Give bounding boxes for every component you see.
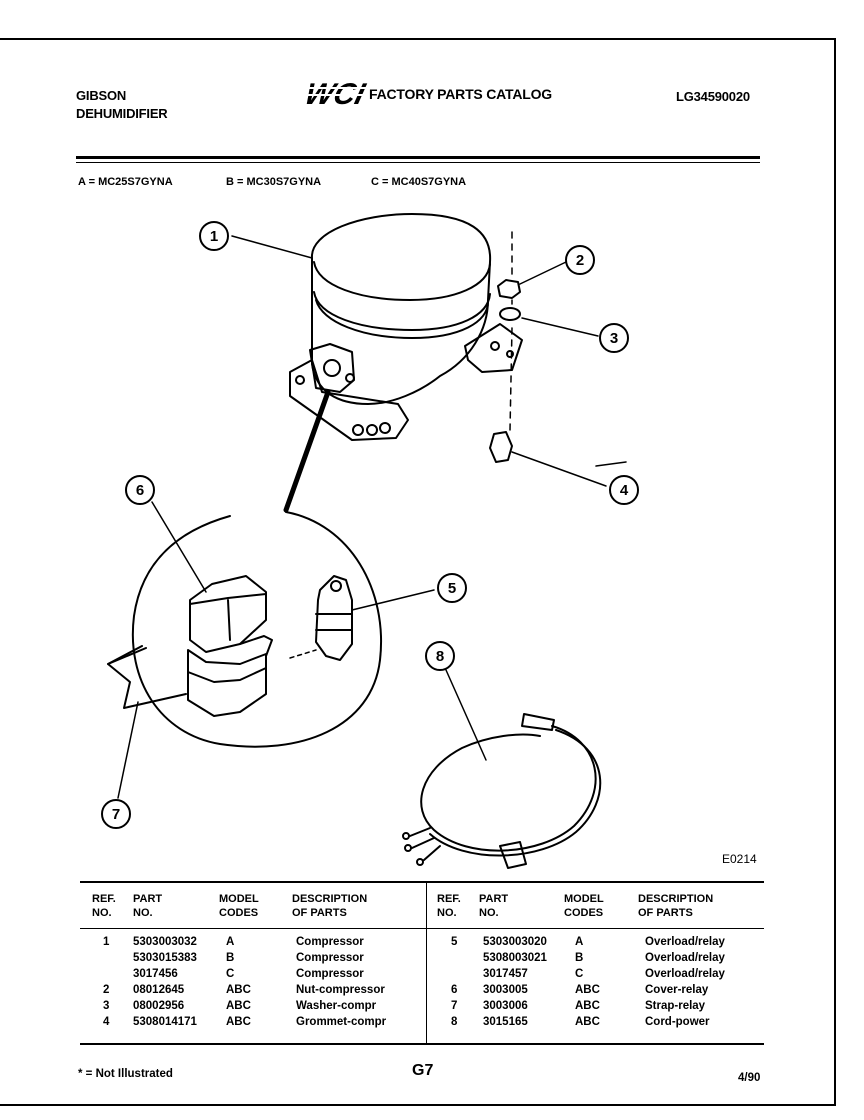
product-type: DEHUMIDIFIER <box>76 106 168 121</box>
strap-drawing <box>107 647 187 709</box>
relay-cover-drawing <box>187 575 273 717</box>
table-divider <box>426 883 427 1043</box>
model-a: A = MC25S7GYNA <box>78 176 173 188</box>
header-rule-thin <box>76 162 760 163</box>
header-rule <box>76 156 760 159</box>
callout-3: 3 <box>610 330 618 347</box>
washer-drawing <box>499 307 521 321</box>
table-header-rule <box>80 928 764 929</box>
revision-date: 4/90 <box>738 1072 761 1084</box>
callout-8: 8 <box>436 648 444 665</box>
model-c: C = MC40S7GYNA <box>371 176 467 188</box>
grommet-drawing <box>489 431 513 463</box>
catalog-number: LG34590020 <box>676 89 750 104</box>
brand-name: GIBSON <box>76 88 127 103</box>
callout-6: 6 <box>136 482 144 499</box>
wci-logo: WCI <box>302 77 369 114</box>
catalog-title: FACTORY PARTS CATALOG <box>369 86 552 102</box>
col-ref-header: REF.NO. <box>92 893 116 919</box>
callout-1: 1 <box>210 228 218 245</box>
table-top-rule <box>80 881 764 883</box>
page-frame <box>0 38 836 1106</box>
col-ref-header-right: REF.NO. <box>437 893 461 919</box>
page-number: G7 <box>412 1062 434 1079</box>
callout-5: 5 <box>448 580 456 597</box>
overload-relay-drawing <box>289 575 353 661</box>
compressor-drawing <box>289 213 523 441</box>
callout-2: 2 <box>576 252 584 269</box>
exploded-parts-diagram: 1 2 3 4 5 6 7 8 E0214 <box>101 213 757 869</box>
callout-7: 7 <box>112 806 120 823</box>
diagram-code: E0214 <box>722 852 757 866</box>
power-cord-drawing <box>402 713 602 869</box>
model-b: B = MC30S7GYNA <box>226 176 322 188</box>
nut-drawing <box>497 279 521 299</box>
not-illustrated-note: * = Not Illustrated <box>78 1068 173 1080</box>
table-bottom-rule <box>80 1043 764 1045</box>
callout-4: 4 <box>620 482 629 499</box>
